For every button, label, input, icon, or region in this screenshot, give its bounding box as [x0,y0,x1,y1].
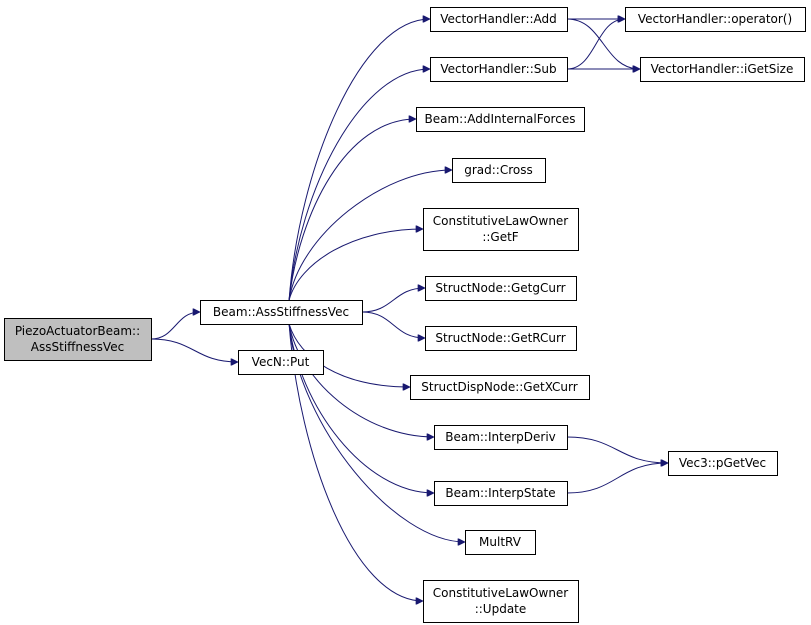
node-label: grad::Cross [464,163,533,177]
edge-beam_ass-to-vh_sub [288,69,430,301]
edge-beam_ass-to-vh_add [288,19,430,301]
node-label: VectorHandler::Sub [440,62,556,76]
node-box [425,276,577,301]
node-vh-add[interactable]: VectorHandler::Add [430,7,568,32]
node-vec3-pget[interactable]: Vec3::pGetVec [668,451,778,476]
edge-beam_ass-to-beam_addint [288,119,416,301]
node-box [238,350,324,375]
node-label: ::Update [475,602,527,616]
node-grad-cross[interactable]: grad::Cross [452,158,546,183]
node-box [423,208,579,251]
node-box [452,158,546,183]
node-label: StructDispNode::GetXCurr [421,380,577,394]
edge-beam_ass-to-clo_update [288,323,423,601]
node-box [4,318,152,361]
node-sn-getr[interactable]: StructNode::GetRCurr [425,326,577,351]
node-label: AssStiffnessVec [31,340,124,354]
node-vh-igetsize[interactable]: VectorHandler::iGetSize [640,57,805,82]
node-vh-sub[interactable]: VectorHandler::Sub [430,57,568,82]
node-label: VectorHandler::operator() [638,12,792,26]
node-label: ConstitutiveLawOwner [433,214,569,228]
edge-vh_add-to-vh_igetsize [566,18,640,69]
node-label: Beam::InterpState [445,486,555,500]
node-label: ::GetF [482,230,518,244]
node-box [430,7,568,32]
nodes-layer: PiezoActuatorBeam::AssStiffnessVecBeam::… [4,7,806,623]
edge-beam_ass-to-sn_getr [361,311,425,338]
edge-root-to-vecn_put [150,338,238,362]
node-label: StructNode::GetRCurr [435,331,565,345]
node-box [434,425,568,450]
edge-root-to-beam_ass [150,312,200,340]
node-box [465,530,536,555]
node-label: Beam::AssStiffnessVec [213,305,349,319]
node-label: StructNode::GetgCurr [435,281,565,295]
node-box [434,481,568,506]
node-label: Beam::AddInternalForces [425,112,576,126]
node-label: Vec3::pGetVec [679,456,766,470]
edge-beam_ideriv-to-vec3_pget [566,436,668,463]
edge-beam_ass-to-grad_cross [288,170,452,301]
node-vh-op[interactable]: VectorHandler::operator() [625,7,806,32]
node-multrv[interactable]: MultRV [465,530,536,555]
node-beam-addint[interactable]: Beam::AddInternalForces [416,107,585,132]
node-label: VectorHandler::iGetSize [651,62,794,76]
node-box [640,57,805,82]
edge-beam_istate-to-vec3_pget [566,463,668,494]
edge-beam_ass-to-beam_ideriv [288,323,434,437]
node-label: ConstitutiveLawOwner [433,586,569,600]
edge-beam_ass-to-beam_istate [288,323,434,493]
node-clo-update[interactable]: ConstitutiveLawOwner::Update [423,580,579,623]
node-beam-ass[interactable]: Beam::AssStiffnessVec [200,300,363,325]
node-label: Beam::InterpDeriv [445,430,556,444]
node-beam-istate[interactable]: Beam::InterpState [434,481,568,506]
edge-vh_sub-to-vh_op [566,19,625,70]
node-label: PiezoActuatorBeam:: [15,324,140,338]
edge-beam_ass-to-clo_getf [288,229,423,301]
node-beam-ideriv[interactable]: Beam::InterpDeriv [434,425,568,450]
node-label: VectorHandler::Add [440,12,557,26]
node-box [425,326,577,351]
node-box [410,375,590,400]
node-box [416,107,585,132]
node-box [668,451,778,476]
node-clo-getf[interactable]: ConstitutiveLawOwner::GetF [423,208,579,251]
node-box [423,580,579,623]
node-box [200,300,363,325]
node-sn-getg[interactable]: StructNode::GetgCurr [425,276,577,301]
node-vecn-put[interactable]: VecN::Put [238,350,324,375]
edge-beam_ass-to-sdn_getx [288,323,410,387]
node-label: VecN::Put [252,355,310,369]
edge-beam_ass-to-sn_getg [361,288,425,313]
node-label: MultRV [479,535,522,549]
node-box [430,57,568,82]
node-box [625,7,806,32]
node-root[interactable]: PiezoActuatorBeam::AssStiffnessVec [4,318,152,361]
node-sdn-getx[interactable]: StructDispNode::GetXCurr [410,375,590,400]
